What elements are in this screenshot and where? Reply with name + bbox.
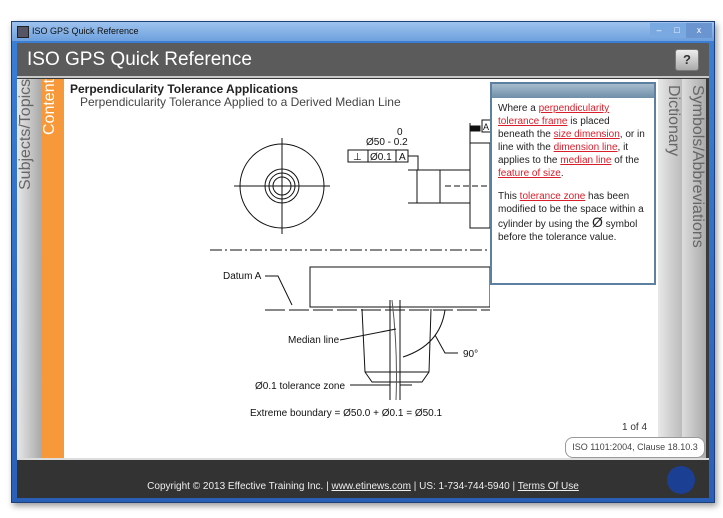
link-perpendicularity-tolerance-frame[interactable]: perpendicularity tolerance frame [498,103,610,127]
terms-link[interactable]: Terms Of Use [517,481,579,492]
popup-text: . [560,168,564,179]
page-indicator: 1 of 4 [622,422,648,433]
help-button[interactable]: ? [675,49,699,71]
footer: Copyright © 2013 Effective Training Inc.… [17,458,709,498]
dim-upper: 0 [397,127,403,138]
app-title: ISO GPS Quick Reference [27,49,252,70]
popup-text: This [498,191,520,202]
tab-content[interactable]: Content [41,79,65,458]
tab-subjects-topics[interactable]: Subjects/Topics [17,79,41,458]
median-label: Median line [288,335,340,346]
link-feature-of-size[interactable]: feature of size [498,168,561,179]
zone-label: Ø0.1 tolerance zone [255,381,345,392]
app-header: ISO GPS Quick Reference ? [17,43,709,78]
end-view [234,138,330,234]
page-subtitle: Perpendicularity Tolerance Applied to a … [80,95,401,109]
app-icon [17,26,29,38]
link-size-dimension[interactable]: size dimension [553,129,620,140]
copyright-text: Copyright © 2013 Effective Training Inc. [147,481,324,492]
tab-symbols-abbreviations[interactable]: Symbols/Abbreviations [682,79,706,458]
diameter-symbol: Ø [591,214,603,230]
separator: | [323,481,332,492]
popup-paragraph-1: Where a perpendicularity tolerance frame… [498,102,648,180]
datum-flag: A [483,122,489,132]
definition-popup: Where a perpendicularity tolerance frame… [490,82,656,285]
iso-gps-logo [667,466,695,494]
window-title: ISO GPS Quick Reference [32,26,139,36]
popup-text: , it applies to the [498,142,629,166]
technical-drawing: 0 Ø50 - 0.2 ⊥ Ø0.1 A A Datum A Median li… [210,119,490,419]
website-link[interactable]: www.etinews.com [331,481,411,492]
separator: | [410,481,420,492]
popup-text: symbol before the tolerance value. [498,219,638,243]
popup-paragraph-2: This tolerance zone has been modified to… [498,190,648,244]
link-dimension-line[interactable]: dimension line [553,142,618,153]
dim-main: Ø50 - 0.2 [366,137,408,148]
page-title: Perpendicularity Tolerance Applications [70,82,299,96]
tab-dictionary[interactable]: Dictionary [658,79,682,458]
frame-tolerance: Ø0.1 [370,152,392,163]
popup-text: , or in line with the [498,129,645,153]
popup-text: is placed beneath the [498,116,610,140]
angle-label: 90° [463,349,478,360]
separator: | [509,481,518,492]
frame-datum: A [399,152,406,163]
popup-text: has been modified to be the space within… [498,191,644,230]
reference-badge: ISO 1101:2004, Clause 18.10.3 [565,437,705,458]
extreme-boundary: Extreme boundary = Ø50.0 + Ø0.1 = Ø50.1 [250,408,442,419]
phone-text: US: 1-734-744-5940 [419,481,510,492]
minimize-button[interactable]: – [650,23,668,38]
datum-label: Datum A [223,271,262,282]
link-tolerance-zone[interactable]: tolerance zone [519,191,586,202]
popup-text: Where a [498,103,539,114]
popup-text: of the [611,155,640,166]
popup-header[interactable] [492,84,654,98]
close-button[interactable]: x [686,23,712,38]
link-median-line[interactable]: median line [560,155,612,166]
title-bar: ISO GPS Quick Reference – □ x [12,22,714,41]
maximize-button[interactable]: □ [668,23,686,38]
frame-symbol: ⊥ [353,152,362,163]
